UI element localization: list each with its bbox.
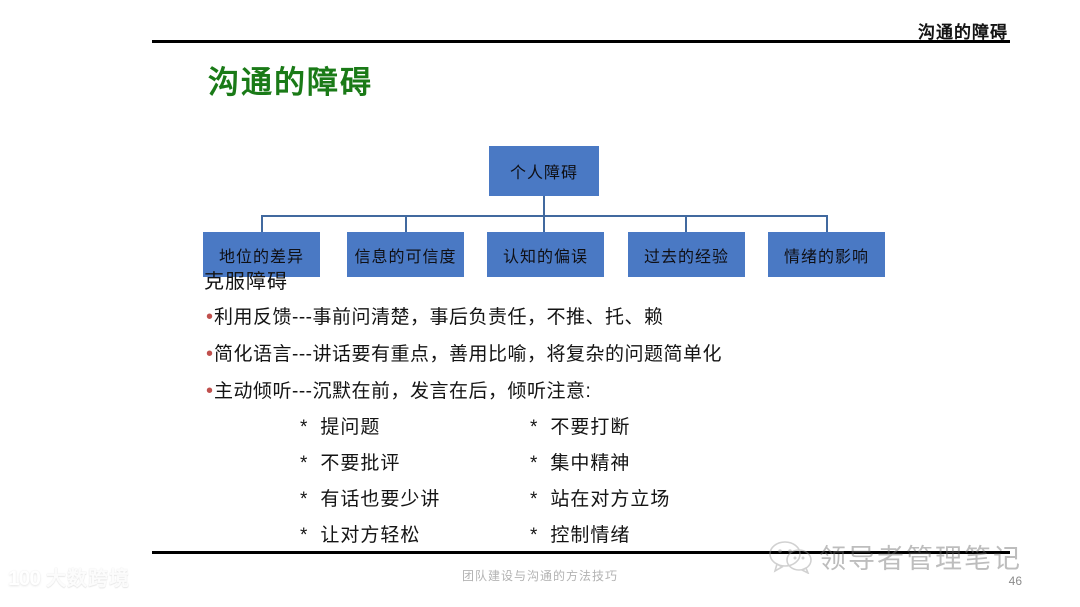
bullet-list: • 利用反馈---事前问清楚，事后负责任，不推、托、赖 • 简化语言---讲话要… <box>206 302 1036 413</box>
bullet-text: 简化语言---讲话要有重点，善用比喻，将复杂的问题简单化 <box>214 344 722 365</box>
sub-item-right: * 集中精神 <box>530 448 630 475</box>
org-node-leaf-5-label: 情绪的影响 <box>783 248 869 266</box>
sub-item-left: * 提问题 <box>300 412 530 439</box>
connector-drop-5 <box>826 215 828 233</box>
wechat-icon <box>769 540 813 579</box>
header-title: 沟通的障碍 <box>918 23 1008 42</box>
bullet-text: 主动倾听---沉默在前，发言在后，倾听注意: <box>214 381 592 402</box>
org-node-leaf-4-label: 过去的经验 <box>643 248 729 266</box>
bullet-item: • 利用反馈---事前问清楚，事后负责任，不推、托、赖 <box>206 302 1036 339</box>
connector-root-stem <box>543 196 545 216</box>
org-node-root-label: 个人障碍 <box>509 165 578 182</box>
sub-item-right-label: 集中精神 <box>550 453 631 474</box>
org-node-leaf-1-label: 地位的差异 <box>218 248 304 266</box>
org-node-leaf-5: 情绪的影响 <box>768 232 885 277</box>
watermark-left-text: 大数跨境 <box>46 567 131 590</box>
connector-drop-1 <box>261 215 263 233</box>
asterisk-icon: * <box>300 453 309 474</box>
sub-item-row: * 不要批评 * 集中精神 <box>300 448 820 484</box>
sub-item-left: * 有话也要少讲 <box>300 484 530 511</box>
sub-item-right: * 不要打断 <box>530 412 630 439</box>
asterisk-icon: * <box>300 489 309 510</box>
connector-horizontal-bus <box>261 215 827 217</box>
watermark-right: 领导者管理笔记 <box>769 540 1022 579</box>
asterisk-icon: * <box>530 453 539 474</box>
org-node-leaf-3: 认知的偏误 <box>487 232 604 277</box>
connector-drop-2 <box>405 215 407 233</box>
sub-item-row: * 提问题 * 不要打断 <box>300 412 820 448</box>
connector-drop-3 <box>543 215 545 233</box>
sub-item-left: * 不要批评 <box>300 448 530 475</box>
bullet-dot-icon: • <box>206 343 214 365</box>
connector-drop-4 <box>685 215 687 233</box>
watermark-left: 100 大数跨境 <box>8 568 130 589</box>
sub-item-list: * 提问题 * 不要打断 * 不要批评 * 集中精神 * 有话也要少讲 * 站在对方立场 *… <box>300 412 820 556</box>
sub-item-row: * 有话也要少讲 * 站在对方立场 <box>300 484 820 520</box>
header-divider <box>152 40 1010 43</box>
sub-item-left-label: 让对方轻松 <box>320 525 421 546</box>
sub-item-row: * 让对方轻松 * 控制情绪 <box>300 520 820 556</box>
bullet-item: • 简化语言---讲话要有重点，善用比喻，将复杂的问题简单化 <box>206 339 1036 376</box>
asterisk-icon: * <box>530 489 539 510</box>
org-node-leaf-2-label: 信息的可信度 <box>354 248 457 266</box>
dashujingjing-logo-icon: 100 <box>8 567 41 590</box>
footer-divider <box>152 551 1010 554</box>
asterisk-icon: * <box>530 417 539 438</box>
watermark-right-text: 领导者管理笔记 <box>819 544 1022 574</box>
sub-item-left-label: 有话也要少讲 <box>320 489 441 510</box>
sub-item-right: * 站在对方立场 <box>530 484 670 511</box>
org-node-leaf-4: 过去的经验 <box>628 232 745 277</box>
asterisk-icon: * <box>530 525 539 546</box>
sub-item-left: * 让对方轻松 <box>300 520 530 547</box>
sub-item-right-label: 控制情绪 <box>550 525 631 546</box>
bullet-item: • 主动倾听---沉默在前，发言在后，倾听注意: <box>206 376 1036 413</box>
sub-item-right-label: 站在对方立场 <box>550 489 671 510</box>
page-title: 沟通的障碍 <box>208 65 373 100</box>
asterisk-icon: * <box>300 525 309 546</box>
footer-note: 团队建设与沟通的方法技巧 <box>461 569 618 583</box>
bullet-dot-icon: • <box>206 380 214 402</box>
sub-item-left-label: 提问题 <box>320 417 381 438</box>
sub-item-right: * 控制情绪 <box>530 520 630 547</box>
asterisk-icon: * <box>300 417 309 438</box>
sub-item-left-label: 不要批评 <box>320 453 401 474</box>
overlay-heading: 克服障碍 <box>204 271 288 293</box>
page-number: 46 <box>1008 574 1022 588</box>
org-node-leaf-3-label: 认知的偏误 <box>502 248 588 266</box>
bullet-text: 利用反馈---事前问清楚，事后负责任，不推、托、赖 <box>214 307 664 328</box>
org-node-leaf-2: 信息的可信度 <box>347 232 464 277</box>
org-node-root: 个人障碍 <box>489 146 599 196</box>
bullet-dot-icon: • <box>206 306 214 328</box>
sub-item-right-label: 不要打断 <box>550 417 631 438</box>
